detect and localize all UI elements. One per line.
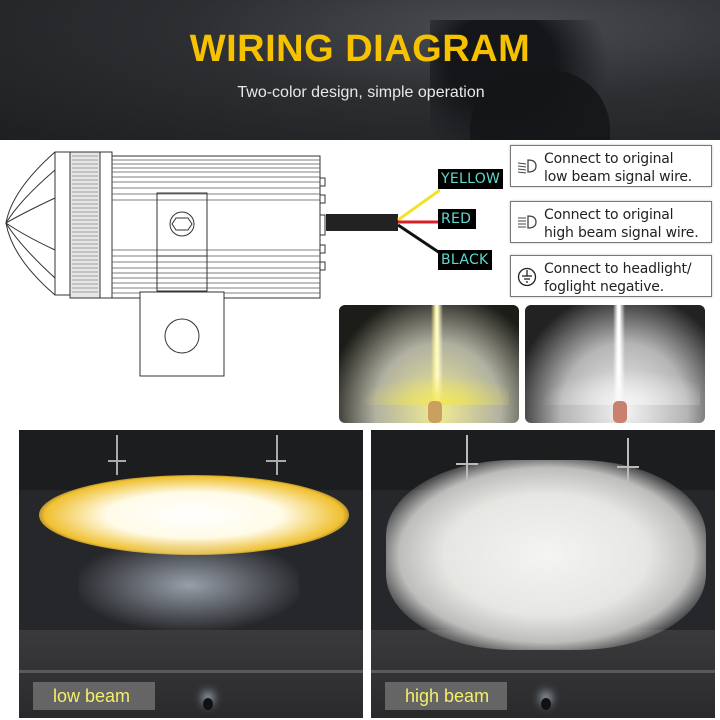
high-beam-wall-photo: high beam [371,430,715,718]
wire-label-black: BLACK [438,250,492,270]
high-beam-caption: high beam [385,682,507,710]
low-beam-line1: Connect to original [544,151,674,167]
hand [428,401,442,423]
ground-icon [516,267,538,287]
ground-line1: Connect to headlight/ [544,261,692,277]
ground-instruction: Connect to headlight/foglight negative. [510,255,712,297]
lamp-drawing [5,151,440,377]
yellow-beam-spread [359,375,509,405]
lamp-icon [541,698,551,710]
low-beam-instruction: Connect to original low beam signal wire. [510,145,712,187]
low-beam-line2: low beam signal wire. [544,169,693,185]
high-beam-line2: high beam signal wire. [544,225,699,241]
wire-label-yellow: YELLOW [438,169,504,189]
high-beam-line1: Connect to original [544,207,674,223]
ground-line2: foglight negative. [544,279,664,295]
low-beam-caption: low beam [33,682,155,710]
page-title: WIRING DIAGRAM [189,28,531,70]
white-beam-photo [525,305,705,423]
lamp-icon [203,698,213,710]
low-beam-icon [516,157,538,177]
header-banner: WIRING DIAGRAM Two-color design, simple … [0,0,720,140]
high-beam-icon [516,213,538,233]
yellow-beam-photo [339,305,519,423]
rider-body-silhouette [470,70,610,140]
high-beam-glow [386,460,706,650]
page-subtitle: Two-color design, simple operation [237,84,485,101]
hand [613,401,627,423]
white-beam-spread [540,370,700,405]
wire-label-red: RED [438,209,476,229]
low-beam-wall-photo: low beam [19,430,363,718]
high-beam-instruction: Connect to original high beam signal wire… [510,201,712,243]
